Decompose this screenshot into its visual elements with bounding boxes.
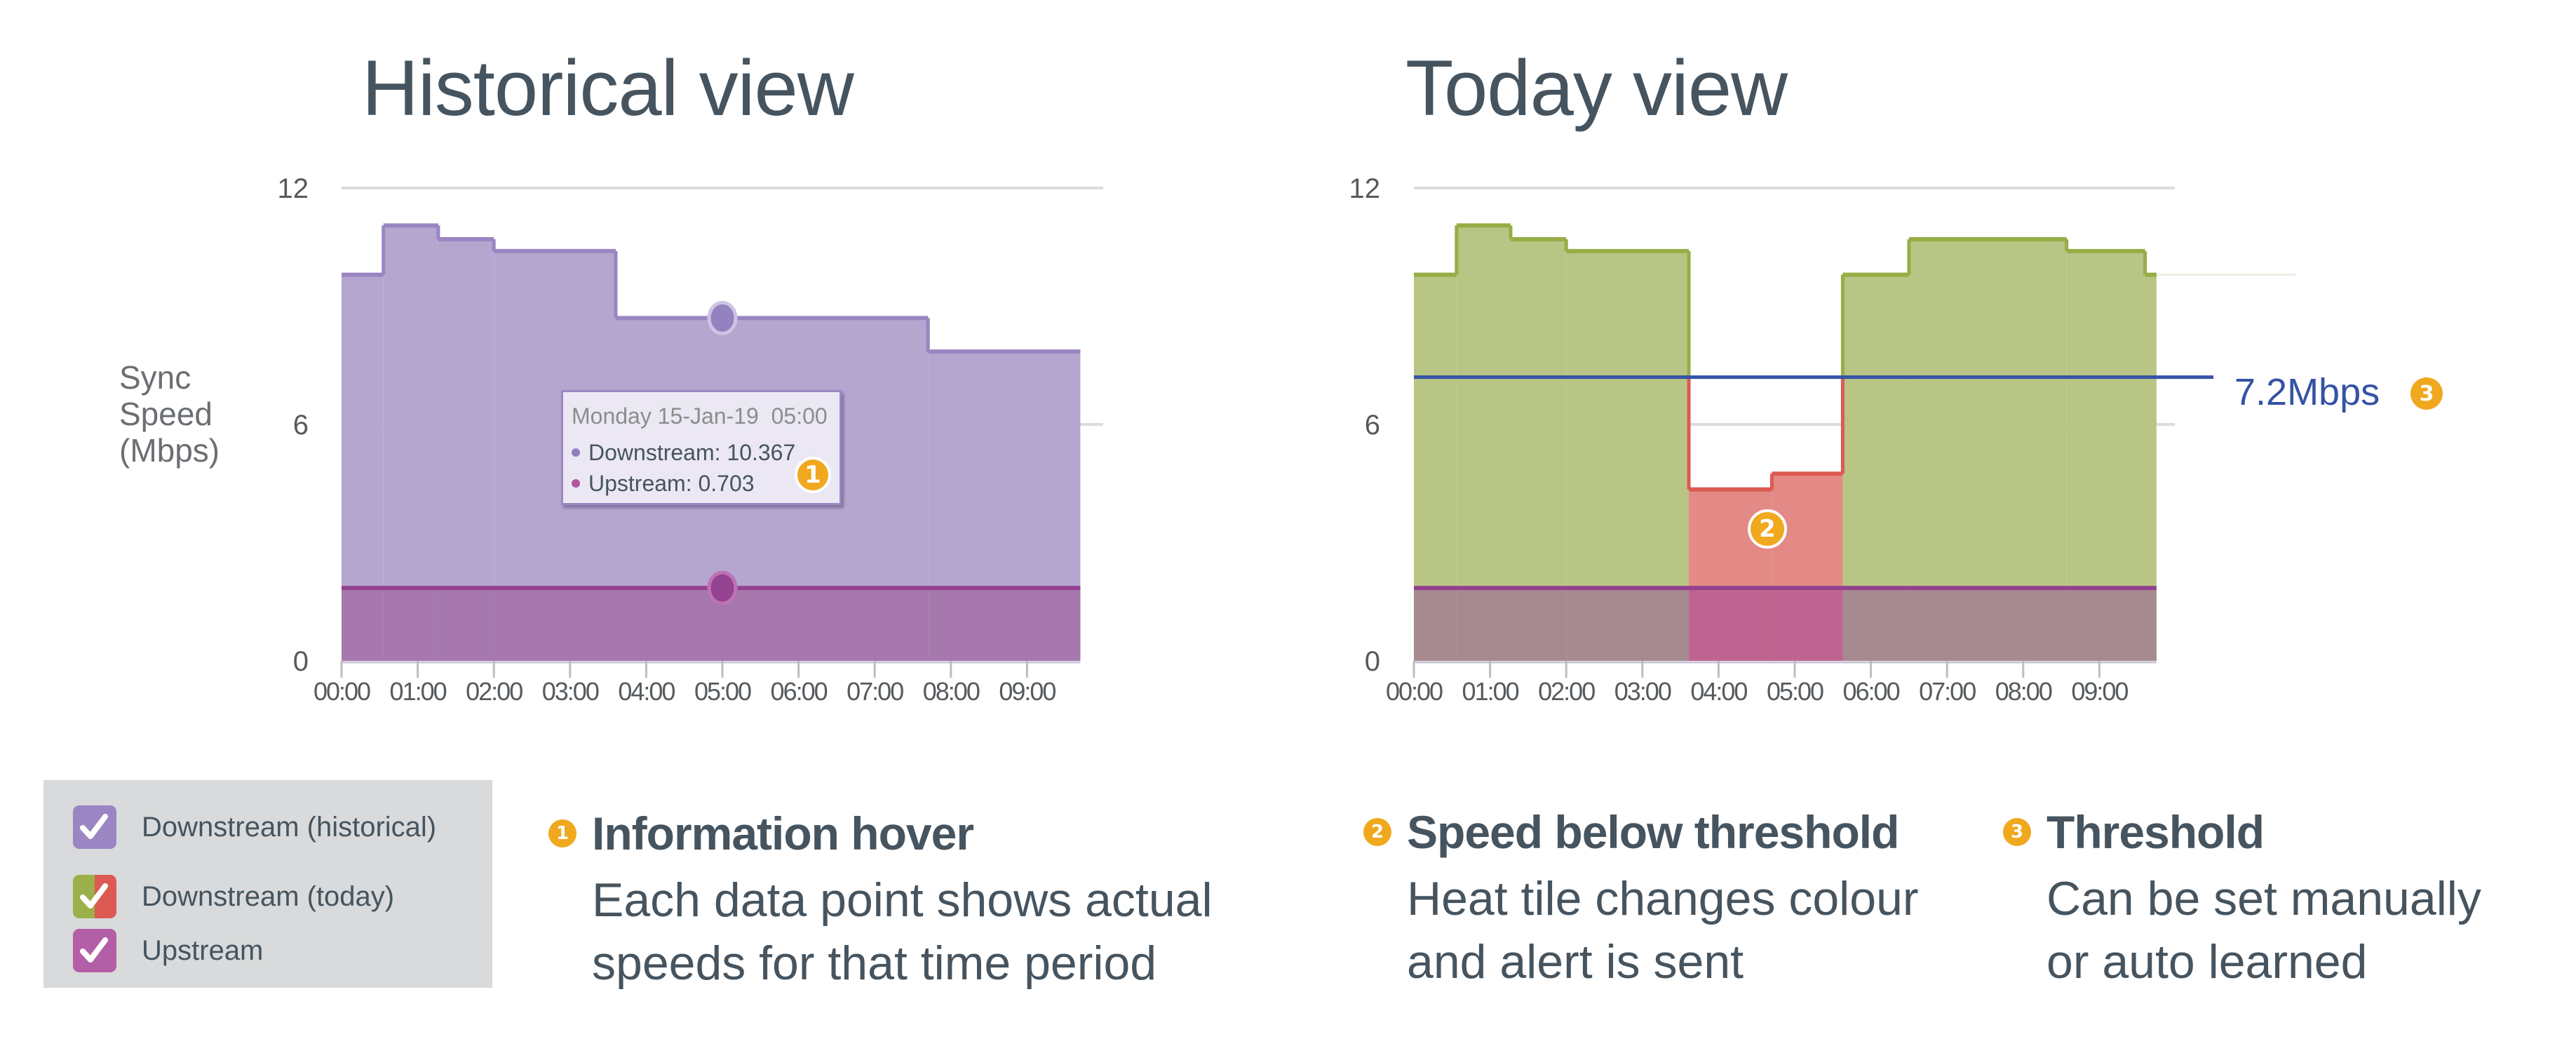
x-tick-label: 06:00 [1843,677,1900,706]
upstream-step-area [615,588,929,661]
checkmark-icon [80,937,108,963]
historical-view-title: Historical view [362,44,854,132]
legend-label: Upstream [142,934,264,966]
note-body-line: Heat tile changes colour [1407,872,1919,925]
checkmark-icon [80,883,108,908]
note-threshold: 3 Threshold Can be set manually or auto … [2003,805,2481,993]
note-body-line: Each data point shows actual [592,873,1213,927]
x-tick-label: 05:00 [694,677,751,706]
x-tick-label: 01:00 [1462,677,1519,706]
x-tick-label: 00:00 [1386,677,1443,706]
badge-1-icon: 1 [548,819,576,847]
x-tick-label: 03:00 [542,677,599,706]
legend-label: Downstream (today) [142,880,395,912]
x-tick-label: 03:00 [1614,677,1671,706]
note-title: Threshold [2046,806,2265,858]
tooltip-downstream-value: Downstream: 10.367 [588,440,796,465]
note-information-hover: 1 Information hover Each data point show… [548,807,1213,995]
y-tick-label: 6 [293,410,309,441]
legend-toggle-downstream-historical[interactable]: Downstream (historical) [73,805,436,849]
y-tick-label: 0 [293,646,309,677]
upstream-step-area [1414,588,1457,661]
note-body-line: or auto learned [2046,935,2368,988]
upstream-step-area [494,588,616,661]
x-tick-label: 01:00 [390,677,447,706]
legend-label: Downstream (historical) [142,811,437,843]
threshold-label: 7.2Mbps [2234,371,2380,413]
note-body-line: and alert is sent [1407,935,1744,988]
upstream-dot-icon [572,478,580,488]
upstream-step-area [1842,588,1909,661]
badge-2-icon: 2 [1748,509,1787,549]
y-axis-label-line: Speed [119,396,213,432]
upstream-hover-point [707,570,738,605]
upstream-step-area [1510,588,1567,661]
x-tick-label: 04:00 [1690,677,1747,706]
note-speed-below-threshold: 2 Speed below threshold Heat tile change… [1363,805,1919,993]
x-tick-label: 08:00 [923,677,980,706]
tooltip-row-downstream: Downstream: 10.367 [572,440,795,466]
upstream-step-area [1908,588,2067,661]
checkbox-downstream-historical[interactable] [73,805,116,849]
checkmark-icon [80,814,108,839]
tooltip-row-upstream: Upstream: 0.703 [572,471,755,497]
x-tick-label: 08:00 [1995,677,2052,706]
y-axis-label-line: Sync [119,359,191,396]
upstream-step-area [438,588,494,661]
x-tick-label: 04:00 [618,677,675,706]
y-axis-label-line: (Mbps) [119,432,220,469]
note-title: Speed below threshold [1407,806,1899,858]
upstream-step-area [342,588,384,661]
x-tick-label: 09:00 [999,677,1056,706]
badge-3-icon: 3 [2410,377,2443,410]
y-axis-label: Sync Speed (Mbps) [119,359,220,469]
x-tick-label: 02:00 [466,677,522,706]
y-tick-label: 12 [1349,173,1381,204]
downstream-step-area [2145,274,2157,662]
note-title: Information hover [592,807,974,859]
legend-toggle-upstream[interactable]: Upstream [73,929,263,972]
x-tick-label: 06:00 [771,677,828,706]
legend-toggle-downstream-today[interactable]: Downstream (today) [73,875,394,918]
upstream-step-area [383,588,438,661]
upstream-step-area [1456,588,1511,661]
x-tick-label: 05:00 [1767,677,1823,706]
x-tick-label: 00:00 [313,677,370,706]
badge-1-icon: 1 [795,457,831,493]
badge-2-icon: 2 [1363,818,1391,846]
checkbox-upstream[interactable] [73,929,116,972]
tooltip-upstream-value: Upstream: 0.703 [588,471,755,496]
x-tick-label: 07:00 [1919,677,1976,706]
upstream-step-area [2066,588,2145,661]
upstream-step-area [928,588,1081,661]
today-view-title: Today view [1405,44,1788,132]
y-tick-label: 12 [278,173,309,204]
upstream-step-area [2145,588,2157,661]
x-tick-label: 07:00 [847,677,903,706]
x-tick-label: 09:00 [2071,677,2128,706]
badge-3-icon: 3 [2003,818,2031,846]
upstream-step-area [1566,588,1690,661]
tooltip-header: Monday 15-Jan-19 05:00 [572,403,828,429]
downstream-hover-point [707,300,738,335]
note-body-line: Can be set manually [2046,872,2481,925]
downstream-dot-icon [572,448,580,457]
x-tick-label: 02:00 [1538,677,1595,706]
note-body-line: speeds for that time period [592,937,1157,990]
y-tick-label: 6 [1365,410,1380,441]
checkbox-downstream-today[interactable] [73,875,116,918]
y-tick-label: 0 [1365,646,1380,677]
upstream-step-area [1689,588,1772,661]
upstream-step-area [1772,588,1843,661]
series-legend: Downstream (historical) Downstream (toda… [43,780,492,988]
info-hover-tooltip: Monday 15-Jan-19 05:00 Downstream: 10.36… [561,390,842,505]
